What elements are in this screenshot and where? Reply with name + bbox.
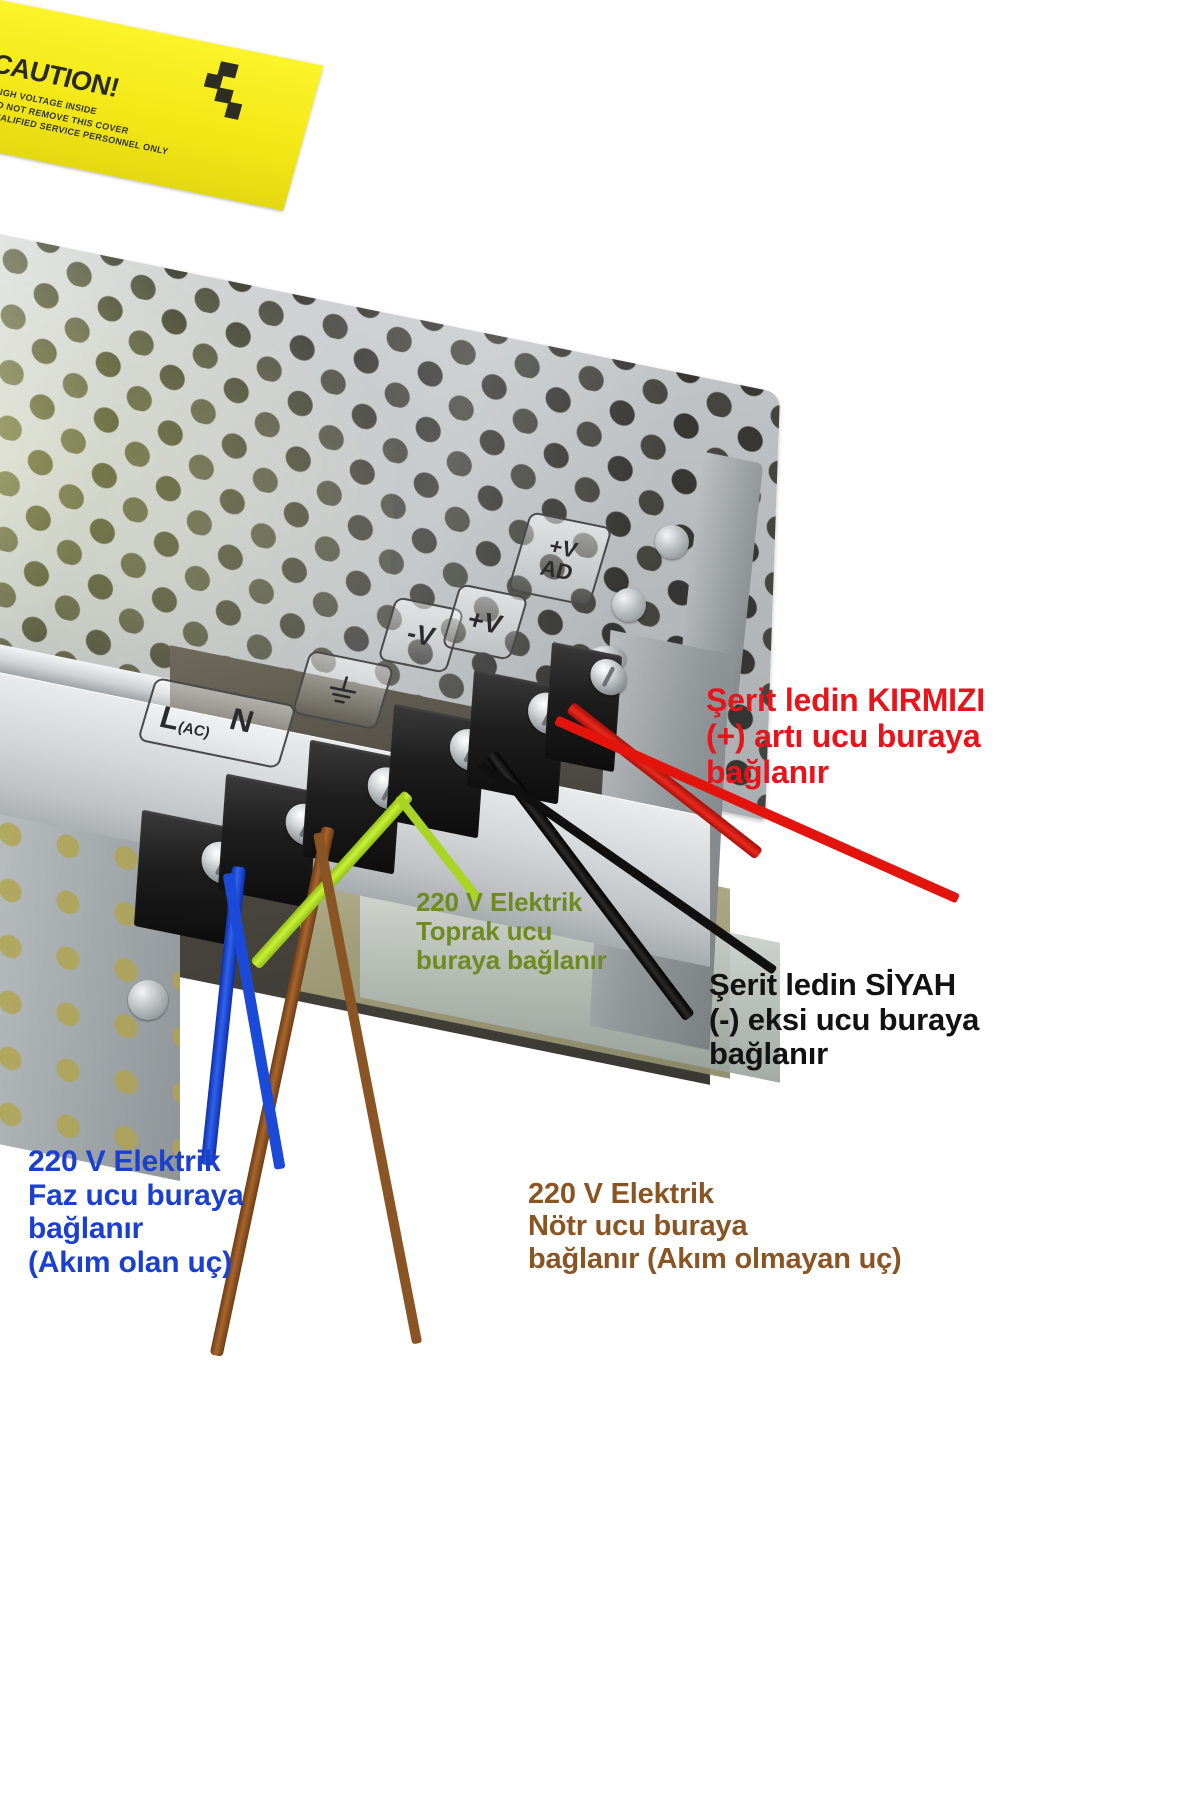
ground-symbol-icon xyxy=(321,670,364,710)
terminal-label-adjust-sub: AD xyxy=(537,554,576,586)
terminal-label-negative-v-text: -V xyxy=(403,617,439,652)
annotation-red-line-1: Şerit ledin KIRMIZI xyxy=(706,682,985,718)
terminal-label-earth xyxy=(291,649,395,731)
annotation-red-line-2: (+) artı ucu buraya xyxy=(706,717,981,754)
annotation-blue-live: 220 V Elektrik Faz ucu buraya bağlanır (… xyxy=(28,1145,244,1279)
annotation-brown-line-1: 220 V Elektrik xyxy=(528,1178,714,1210)
annotation-green-earth: 220 V Elektrik Toprak ucu buraya bağlanı… xyxy=(416,887,607,976)
annotation-green-line-3: buraya bağlanır xyxy=(416,945,607,976)
case-screw-left-lower xyxy=(128,980,168,1020)
terminal-label-adjust-text: +V AD xyxy=(537,533,582,586)
annotation-blue-line-3: bağlanır xyxy=(28,1212,144,1246)
annotation-brown-neutral: 220 V Elektrik Nötr ucu buraya bağlanır … xyxy=(528,1178,902,1275)
case-screw-mid xyxy=(612,588,646,622)
annotation-green-line-2: Toprak ucu xyxy=(416,916,553,947)
annotation-blue-line-2: Faz ucu buraya xyxy=(28,1178,244,1212)
annotation-brown-line-2: Nötr ucu buraya xyxy=(528,1210,748,1243)
annotation-black-line-2: (-) eksi ucu buraya xyxy=(709,1001,980,1037)
annotation-green-line-1: 220 V Elektrik xyxy=(416,887,583,917)
annotation-black-negative: Şerit ledin SİYAH (-) eksi ucu buraya ba… xyxy=(709,967,980,1072)
annotation-brown-line-3: bağlanır (Akım olmayan uç) xyxy=(528,1242,902,1275)
terminal-label-positive-v-text: +V xyxy=(464,603,506,640)
annotation-black-line-1: Şerit ledin SİYAH xyxy=(709,967,956,1002)
case-screw-top xyxy=(655,525,689,559)
terminal-label-N: N xyxy=(225,701,258,740)
terminal-block-adjust xyxy=(543,641,628,773)
annotation-red-positive: Şerit ledin KIRMIZI (+) artı ucu buraya … xyxy=(706,682,985,790)
annotation-black-line-3: bağlanır xyxy=(709,1036,828,1072)
annotation-red-line-3: bağlanır xyxy=(706,753,829,790)
caution-sticker: CAUTION! HIGH VOLTAGE INSIDE DO NOT REMO… xyxy=(0,0,324,211)
lightning-bolt-icon xyxy=(194,57,255,122)
terminal-label-AC: (AC) xyxy=(176,718,212,742)
annotation-blue-line-1: 220 V Elektrik xyxy=(28,1145,221,1178)
annotation-blue-line-4: (Akım olan uç) xyxy=(28,1245,232,1279)
